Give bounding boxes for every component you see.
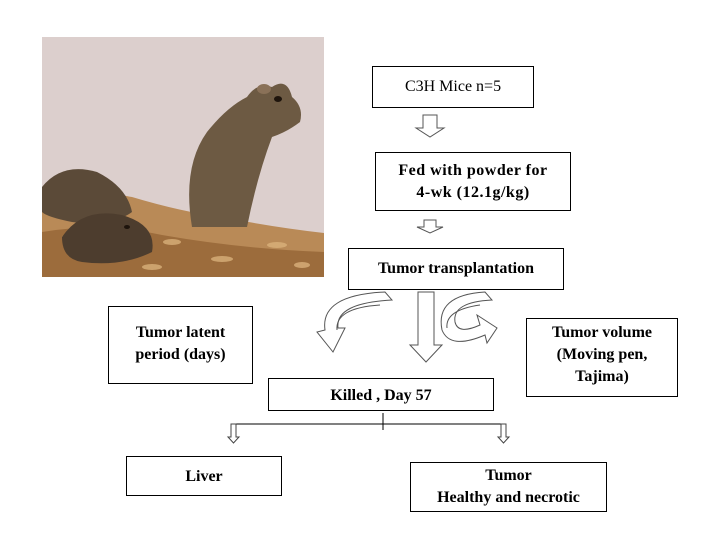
down-arrow-tumor [496, 423, 511, 444]
mice-box: C3H Mice n=5 [372, 66, 534, 108]
killed-box: Killed , Day 57 [268, 378, 494, 411]
fed-box: Fed with powder for 4-wk (12.1g/kg) [375, 152, 571, 211]
tumor-box: Tumor Healthy and necrotic [410, 462, 607, 512]
down-arrow-center [408, 291, 444, 363]
mice-photo-drawing [42, 37, 324, 277]
curved-arrow-right [440, 291, 498, 345]
latent-box: Tumor latent period (days) [108, 306, 253, 384]
curved-arrow-left [316, 291, 394, 353]
down-arrow-liver [226, 423, 241, 444]
down-arrow-2 [416, 219, 444, 234]
liver-box: Liver [126, 456, 282, 496]
volume-box: Tumor volume (Moving pen, Tajima) [526, 318, 678, 397]
mice-photo [42, 37, 324, 277]
down-arrow-1 [414, 114, 446, 138]
transplant-box: Tumor transplantation [348, 248, 564, 290]
